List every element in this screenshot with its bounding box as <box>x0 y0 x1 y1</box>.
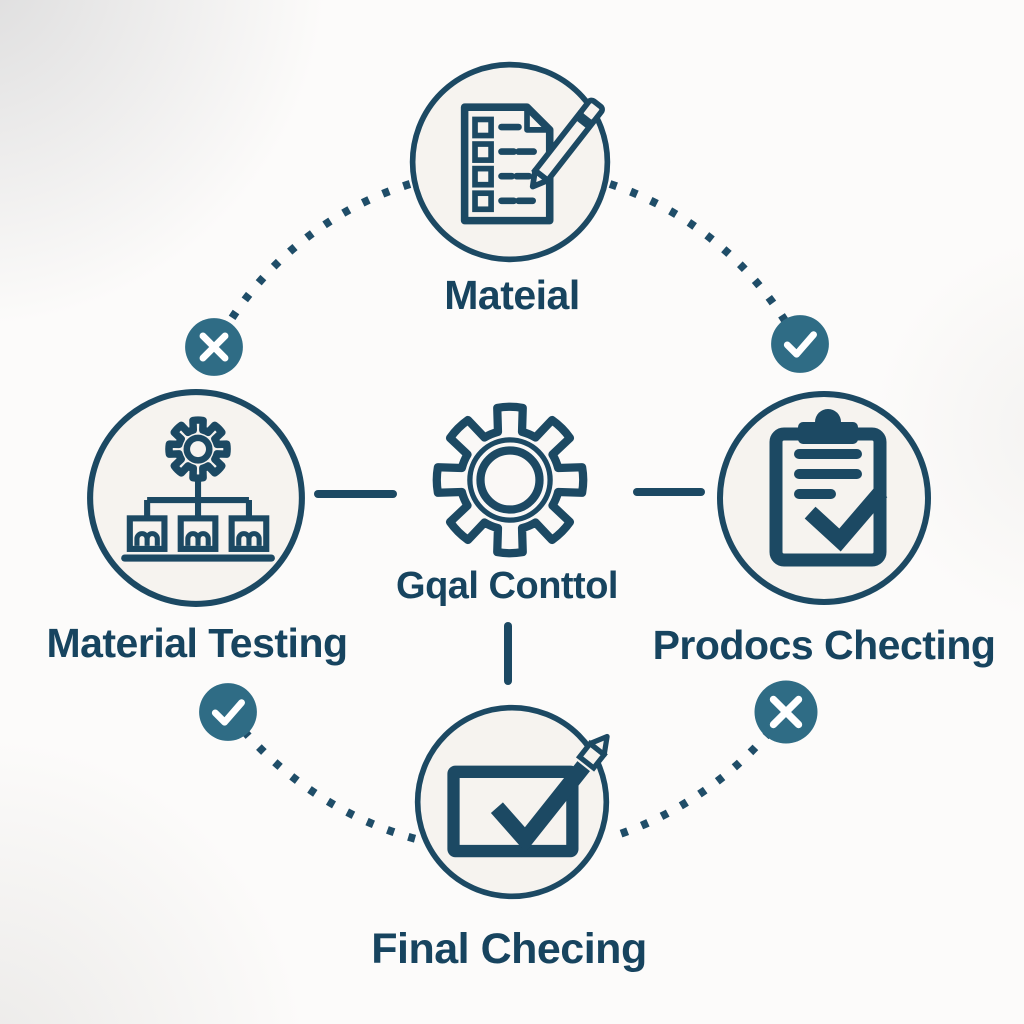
badge-bottom-left <box>194 678 262 751</box>
badge-bottom-right <box>750 676 822 753</box>
node-label-center: Gqal Conttol <box>396 565 618 607</box>
node-center <box>422 392 598 573</box>
badge-top-left <box>180 313 248 386</box>
checklist-pencil-icon <box>409 61 611 263</box>
node-label-bottom: Final Checing <box>371 925 647 973</box>
dotted-arc-top-left <box>212 180 412 347</box>
clipboard-check-icon <box>717 391 931 605</box>
gear-icon <box>432 402 588 558</box>
factory-hierarchy-icon <box>87 389 305 607</box>
badge-top-right <box>766 310 834 383</box>
node-label-left: Material Testing <box>46 620 348 666</box>
cross-badge-icon <box>754 680 818 744</box>
checkbox-pencil-icon <box>414 704 610 900</box>
node-right <box>714 388 934 613</box>
node-label-top: Mateial <box>444 272 580 318</box>
node-left <box>84 386 308 615</box>
dotted-arc-top-right <box>608 180 802 345</box>
node-label-right: Prodocs Checting <box>652 622 996 668</box>
dotted-arc-bottom-left <box>226 711 418 843</box>
node-bottom <box>408 702 616 907</box>
cross-badge-icon <box>185 318 243 376</box>
check-badge-icon <box>771 315 829 373</box>
node-top <box>406 58 614 271</box>
check-badge-icon <box>199 683 257 741</box>
